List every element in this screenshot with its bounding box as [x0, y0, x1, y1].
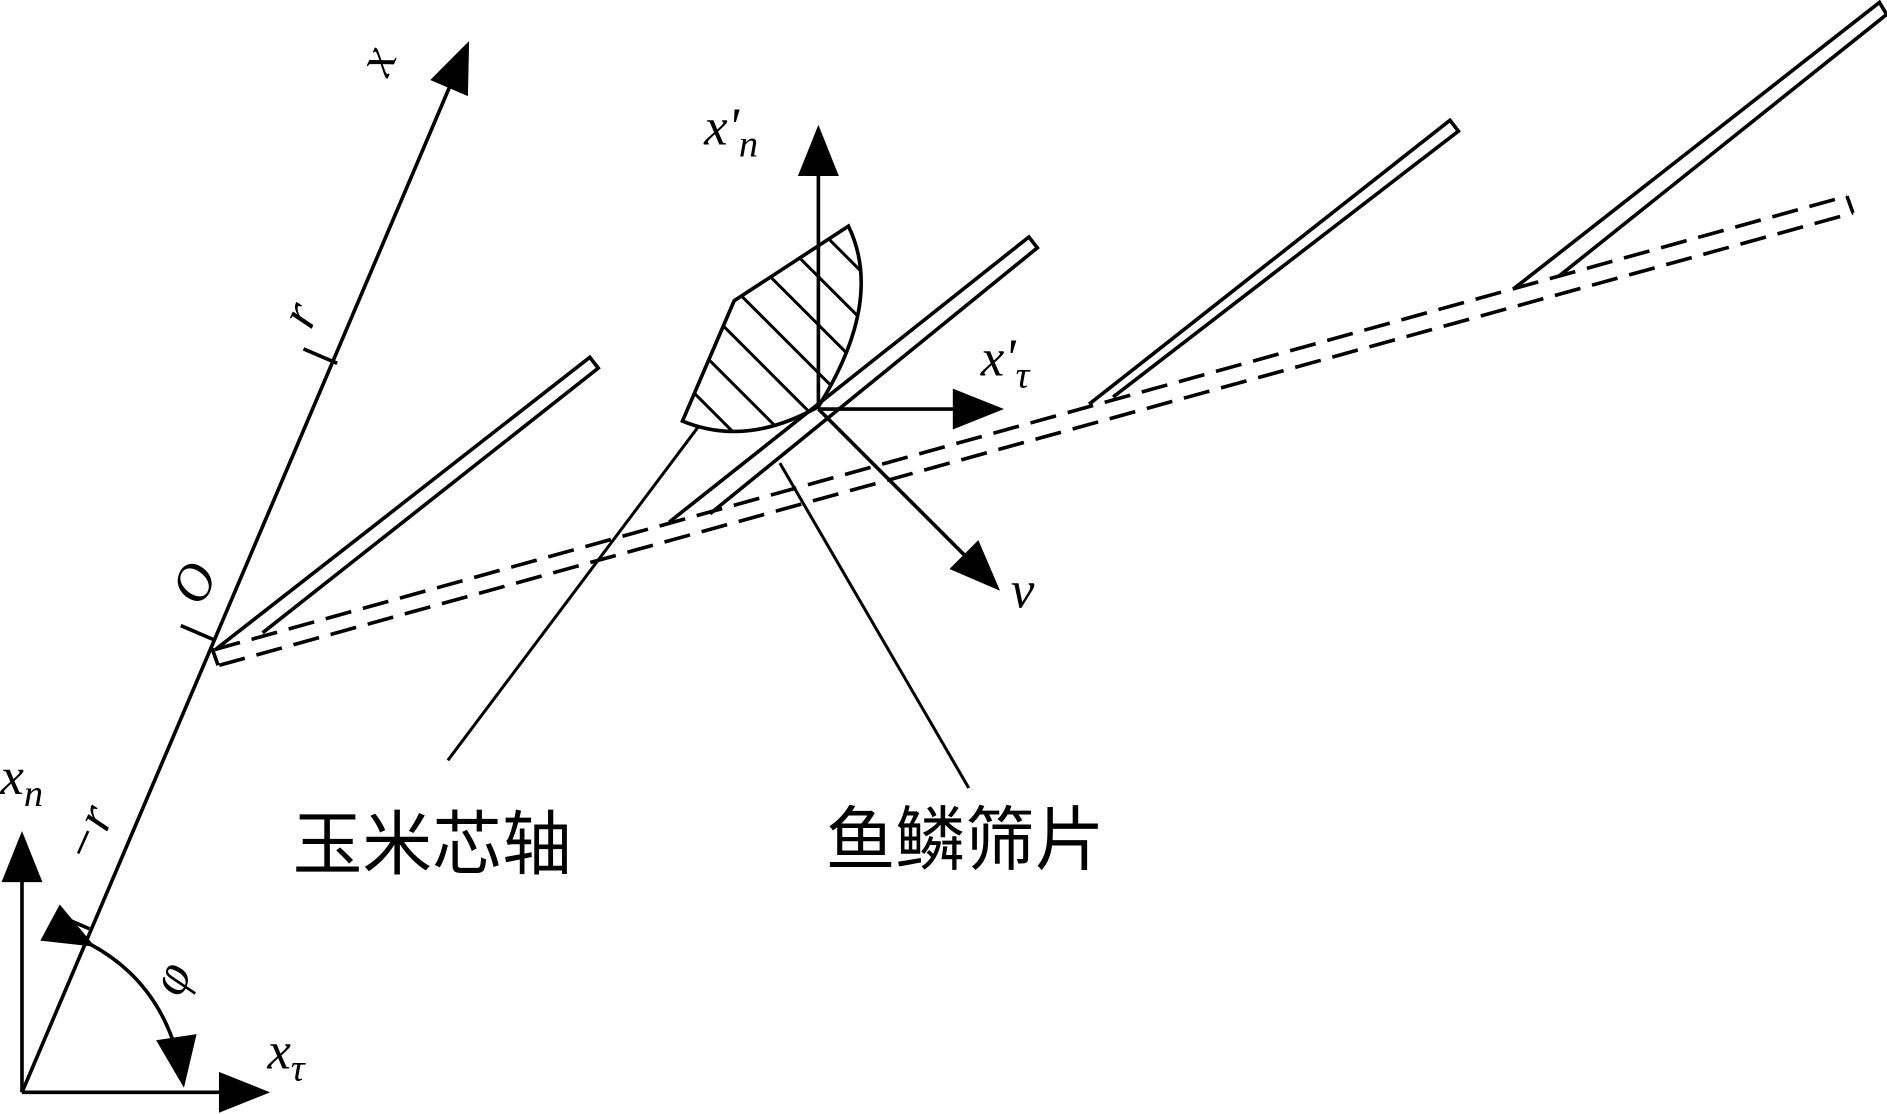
neg-r-tick [54, 912, 91, 931]
sieve-blade [1512, 0, 1887, 291]
fish-scale-sieve-label: 鱼鳞筛片 [826, 800, 1105, 881]
corn-cob [680, 223, 863, 434]
sieve-blade [668, 234, 1040, 524]
plate-edge-bottom [218, 211, 1854, 668]
r-tick [302, 347, 338, 365]
r-label: r [269, 293, 331, 336]
sieve-leader [778, 462, 971, 789]
corn-cob-label: 玉米芯轴 [293, 805, 572, 886]
phi-arc [40, 904, 197, 1088]
neg-r-label: −r [50, 796, 126, 871]
sieve-blade [1087, 117, 1461, 406]
xn-label: xn [0, 748, 43, 815]
origin-tick [180, 623, 216, 642]
origin-label: O [160, 554, 229, 613]
corn-cob-leader [446, 426, 700, 762]
xtau-label: xτ [266, 1022, 306, 1089]
sieve-blade [215, 354, 601, 650]
velocity-vector [817, 407, 1001, 591]
plate-end-right [1845, 195, 1855, 214]
xn-prime-label: x'n [703, 98, 758, 165]
plate-end-left [210, 647, 220, 666]
xtau-prime-label: x'τ [980, 329, 1031, 396]
v-label: v [1011, 562, 1035, 620]
x-axis [20, 41, 470, 1094]
x-axis-label: x [345, 38, 408, 84]
plate-edge-top [213, 194, 1848, 652]
